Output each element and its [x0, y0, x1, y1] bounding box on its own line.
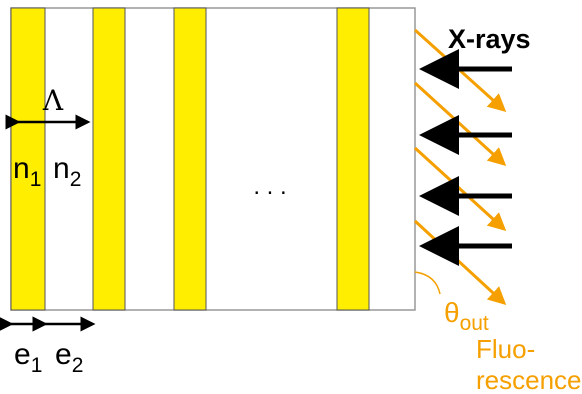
n2-label: n2	[53, 152, 81, 191]
fluorescence-arrow-4	[413, 219, 507, 306]
period-label: Λ	[42, 84, 64, 117]
xrays-label: X-rays	[448, 24, 531, 54]
layer-n1-2	[92, 7, 126, 311]
fluorescence-arrow-2	[413, 81, 507, 167]
layer-n1-3	[173, 7, 207, 311]
fluorescence-label-line2: rescence	[476, 365, 582, 394]
fluorescence-label-line1: Fluo-	[476, 334, 535, 364]
e2-label: e2	[55, 338, 83, 377]
fluorescence-arrow-3	[413, 146, 507, 232]
n1-label: n1	[13, 152, 41, 191]
ellipsis: . . .	[253, 173, 286, 200]
theta-out-label: θout	[444, 297, 489, 335]
theta-arc	[414, 271, 441, 295]
layer-n1-4	[336, 7, 370, 311]
e1-label: e1	[14, 338, 42, 377]
layer-n1-1	[10, 7, 46, 311]
